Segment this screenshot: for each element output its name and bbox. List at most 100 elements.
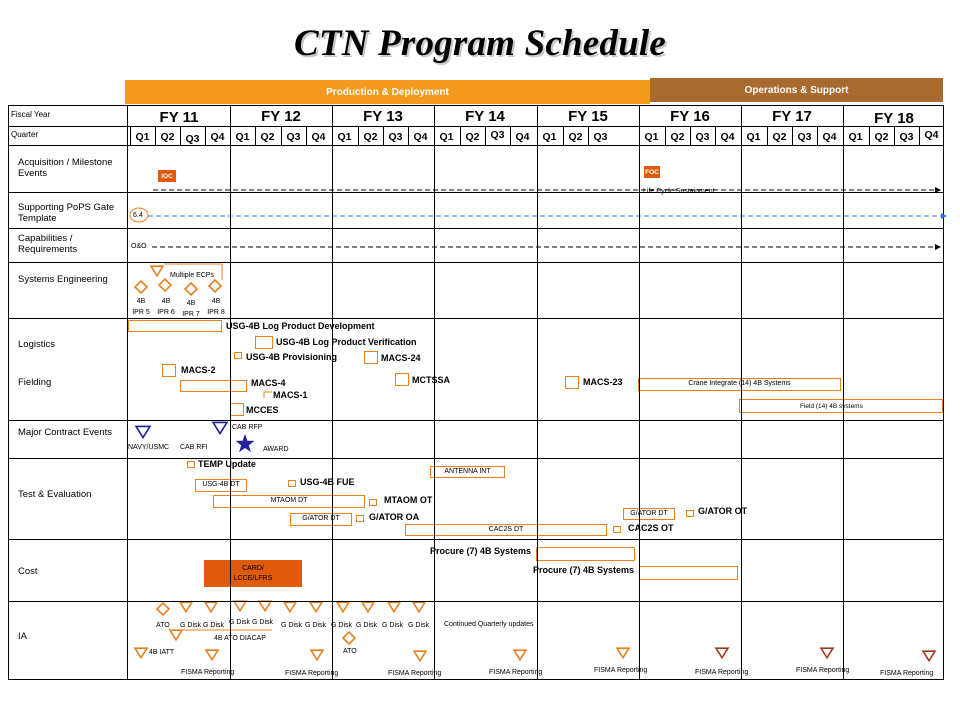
procure1-bar xyxy=(536,547,635,561)
field-4b-label: Field (14) 4B systems xyxy=(800,403,863,410)
fy-14: FY 14 xyxy=(465,108,505,125)
cac2s-ot-marker xyxy=(613,526,621,533)
quarter-tick xyxy=(130,126,131,145)
g-disk-triangle xyxy=(203,601,219,614)
card-lcce-box: CARD/ LCCE/LFRS xyxy=(204,560,302,587)
gator-ot-label: G/ATOR OT xyxy=(698,506,748,516)
row-pops: Supporting PoPS Gate Template xyxy=(18,202,115,224)
quarter-label: Q2 xyxy=(772,131,787,143)
quarter-label: Q4 xyxy=(311,131,326,143)
quarter-tick xyxy=(332,126,333,145)
fiscal-year-label: Fiscal Year xyxy=(11,110,51,119)
quarter-label: Q2 xyxy=(160,131,175,143)
schedule-grid xyxy=(8,105,944,680)
quarter-label: Q4 xyxy=(515,131,530,143)
g-disk-label: G Disk xyxy=(408,622,429,629)
quarter-tick xyxy=(408,126,409,145)
ato1-label: ATO xyxy=(156,622,170,629)
mctssa-label: MCTSSA xyxy=(412,375,450,385)
macs23-marker xyxy=(565,376,579,389)
fisma-reporting-label: FISMA Reporting xyxy=(880,670,934,677)
quarter-label: Q3 xyxy=(388,131,403,143)
grid-fy-line xyxy=(332,105,333,680)
navy-usmc-triangle xyxy=(134,425,152,440)
grid-fy-line xyxy=(537,105,538,680)
multiple-ecps-label: Multiple ECPs xyxy=(170,272,214,279)
quarter-label: Q3 xyxy=(797,131,812,143)
cab-rfp-triangle xyxy=(211,421,229,436)
g-disk-triangle xyxy=(232,600,248,613)
log-prov-marker xyxy=(234,352,242,359)
quarter-tick xyxy=(306,126,307,145)
mcces-label: MCCES xyxy=(246,405,279,415)
grid-fy-line xyxy=(127,105,128,680)
antenna-int-bar: ANTENNA INT xyxy=(430,466,505,478)
ipr5-diamond xyxy=(133,279,149,295)
oo-label: O&O xyxy=(131,243,147,250)
fisma-triangle-6 xyxy=(714,647,730,660)
grid-row-line xyxy=(9,458,943,459)
row-major-contract-events: Major Contract Events xyxy=(18,427,112,438)
g-disk-triangle xyxy=(178,601,194,614)
ioc-milestone: IOC xyxy=(158,170,176,182)
gator-dt1-bar: G/ATOR DT xyxy=(290,513,352,526)
fy-17: FY 17 xyxy=(772,108,812,125)
row-logistics: Logistics xyxy=(18,339,55,350)
quarter-tick xyxy=(817,126,818,145)
g-disk-triangle xyxy=(360,601,376,614)
quarter-label: Q4 xyxy=(924,129,939,141)
diacap-triangle xyxy=(168,629,184,642)
macs2-marker xyxy=(162,364,176,377)
diacap-label: 4B ATO DIACAP xyxy=(214,635,266,642)
quarter-label: Q1 xyxy=(746,131,761,143)
foc-milestone: FOC xyxy=(644,166,660,178)
g-disk-triangle xyxy=(386,601,402,614)
pops-gate-marker xyxy=(129,207,149,223)
row-test-evaluation: Test & Evaluation xyxy=(18,489,92,500)
quarter-label: Q2 xyxy=(260,131,275,143)
temp-update-label: TEMP Update xyxy=(198,459,256,469)
row-capabilities: Capabilities / Requirements xyxy=(18,233,78,255)
quarter-label: Q3 xyxy=(490,129,505,141)
log-verif-label: USG-4B Log Product Verification xyxy=(276,337,417,347)
gator-oa-marker xyxy=(356,515,364,522)
fisma-triangle-8 xyxy=(921,650,937,663)
iatt-triangle xyxy=(133,647,149,660)
ecp-triangle xyxy=(149,265,165,278)
row-fielding: Fielding xyxy=(18,377,52,388)
cab-rfi-label: CAB RFI xyxy=(180,444,208,451)
quarter-tick xyxy=(434,126,435,145)
quarter-label: Q1 xyxy=(542,131,557,143)
quarter-tick xyxy=(563,126,564,145)
fisma-reporting-label: FISMA Reporting xyxy=(181,669,235,676)
quarter-label: Q1 xyxy=(235,131,250,143)
quarter-label: Q2 xyxy=(670,131,685,143)
log-dev-label: USG-4B Log Product Development xyxy=(226,321,375,331)
quarter-label: Q4 xyxy=(720,131,735,143)
quarter-label: Q2 xyxy=(568,131,583,143)
log-dev-bar xyxy=(128,320,222,332)
g-disk-label: G Disk xyxy=(229,619,250,626)
fisma-reporting-label: FISMA Reporting xyxy=(285,670,339,677)
quarter-label: Q1 xyxy=(337,131,352,143)
grid-row-line xyxy=(9,262,943,263)
fy-12: FY 12 xyxy=(261,108,301,125)
fy-11: FY 11 xyxy=(159,109,199,126)
phase-production-deployment: Production & Deployment xyxy=(125,80,650,104)
quarter-tick xyxy=(358,126,359,145)
page-title: CTN Program Schedule xyxy=(294,23,666,64)
cab-rfp-label: CAB RFP xyxy=(232,424,263,431)
macs24-marker xyxy=(364,351,378,364)
fy-16: FY 16 xyxy=(670,108,710,125)
fisma-reporting-label: FISMA Reporting xyxy=(388,670,442,677)
quarter-tick xyxy=(843,126,844,145)
usg-fue-marker xyxy=(288,480,296,487)
ipr7-diamond xyxy=(183,281,199,297)
life-cycle-sustainment-label: Life Cycle Sustainment xyxy=(643,187,715,196)
continued-updates-label: Continued Quarterly updates xyxy=(444,621,534,628)
sustainment-arrow-head xyxy=(935,187,941,193)
quarter-label: Q3 xyxy=(695,131,710,143)
fy-18: FY 18 xyxy=(874,110,914,127)
fisma-reporting-label: FISMA Reporting xyxy=(594,667,648,674)
